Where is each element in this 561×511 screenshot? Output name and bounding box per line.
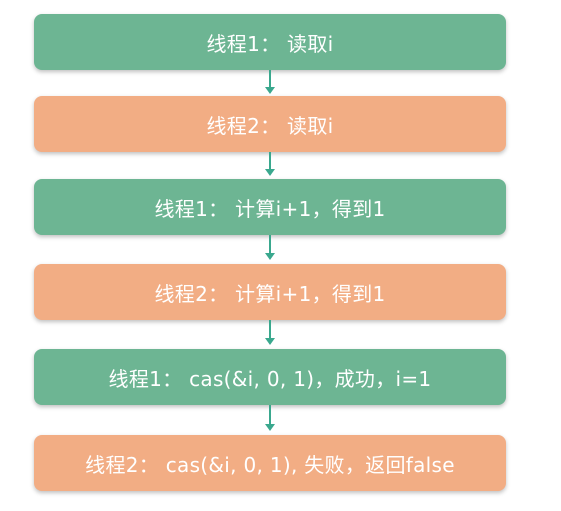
step-box-5: 线程1： cas(&i, 0, 1)，成功，i=1 bbox=[34, 349, 506, 405]
arrow-down-5 bbox=[265, 405, 275, 431]
step-label-4: 线程2： 计算i+1，得到1 bbox=[154, 281, 386, 306]
arrow-down-3 bbox=[265, 235, 275, 260]
step-box-2: 线程2： 读取i bbox=[34, 96, 506, 152]
step-label-1: 线程1： 读取i bbox=[206, 31, 334, 56]
arrow-down-2 bbox=[265, 152, 275, 176]
step-label-2: 线程2： 读取i bbox=[206, 113, 334, 138]
step-box-3: 线程1： 计算i+1，得到1 bbox=[34, 179, 506, 235]
step-box-4: 线程2： 计算i+1，得到1 bbox=[34, 264, 506, 320]
arrow-down-4 bbox=[265, 320, 275, 345]
step-box-6: 线程2： cas(&i, 0, 1), 失败，返回false bbox=[34, 435, 506, 491]
step-label-5: 线程1： cas(&i, 0, 1)，成功，i=1 bbox=[108, 366, 432, 391]
arrow-down-1 bbox=[265, 70, 275, 94]
step-label-3: 线程1： 计算i+1，得到1 bbox=[154, 196, 386, 221]
step-label-6: 线程2： cas(&i, 0, 1), 失败，返回false bbox=[85, 452, 455, 477]
step-box-1: 线程1： 读取i bbox=[34, 14, 506, 70]
